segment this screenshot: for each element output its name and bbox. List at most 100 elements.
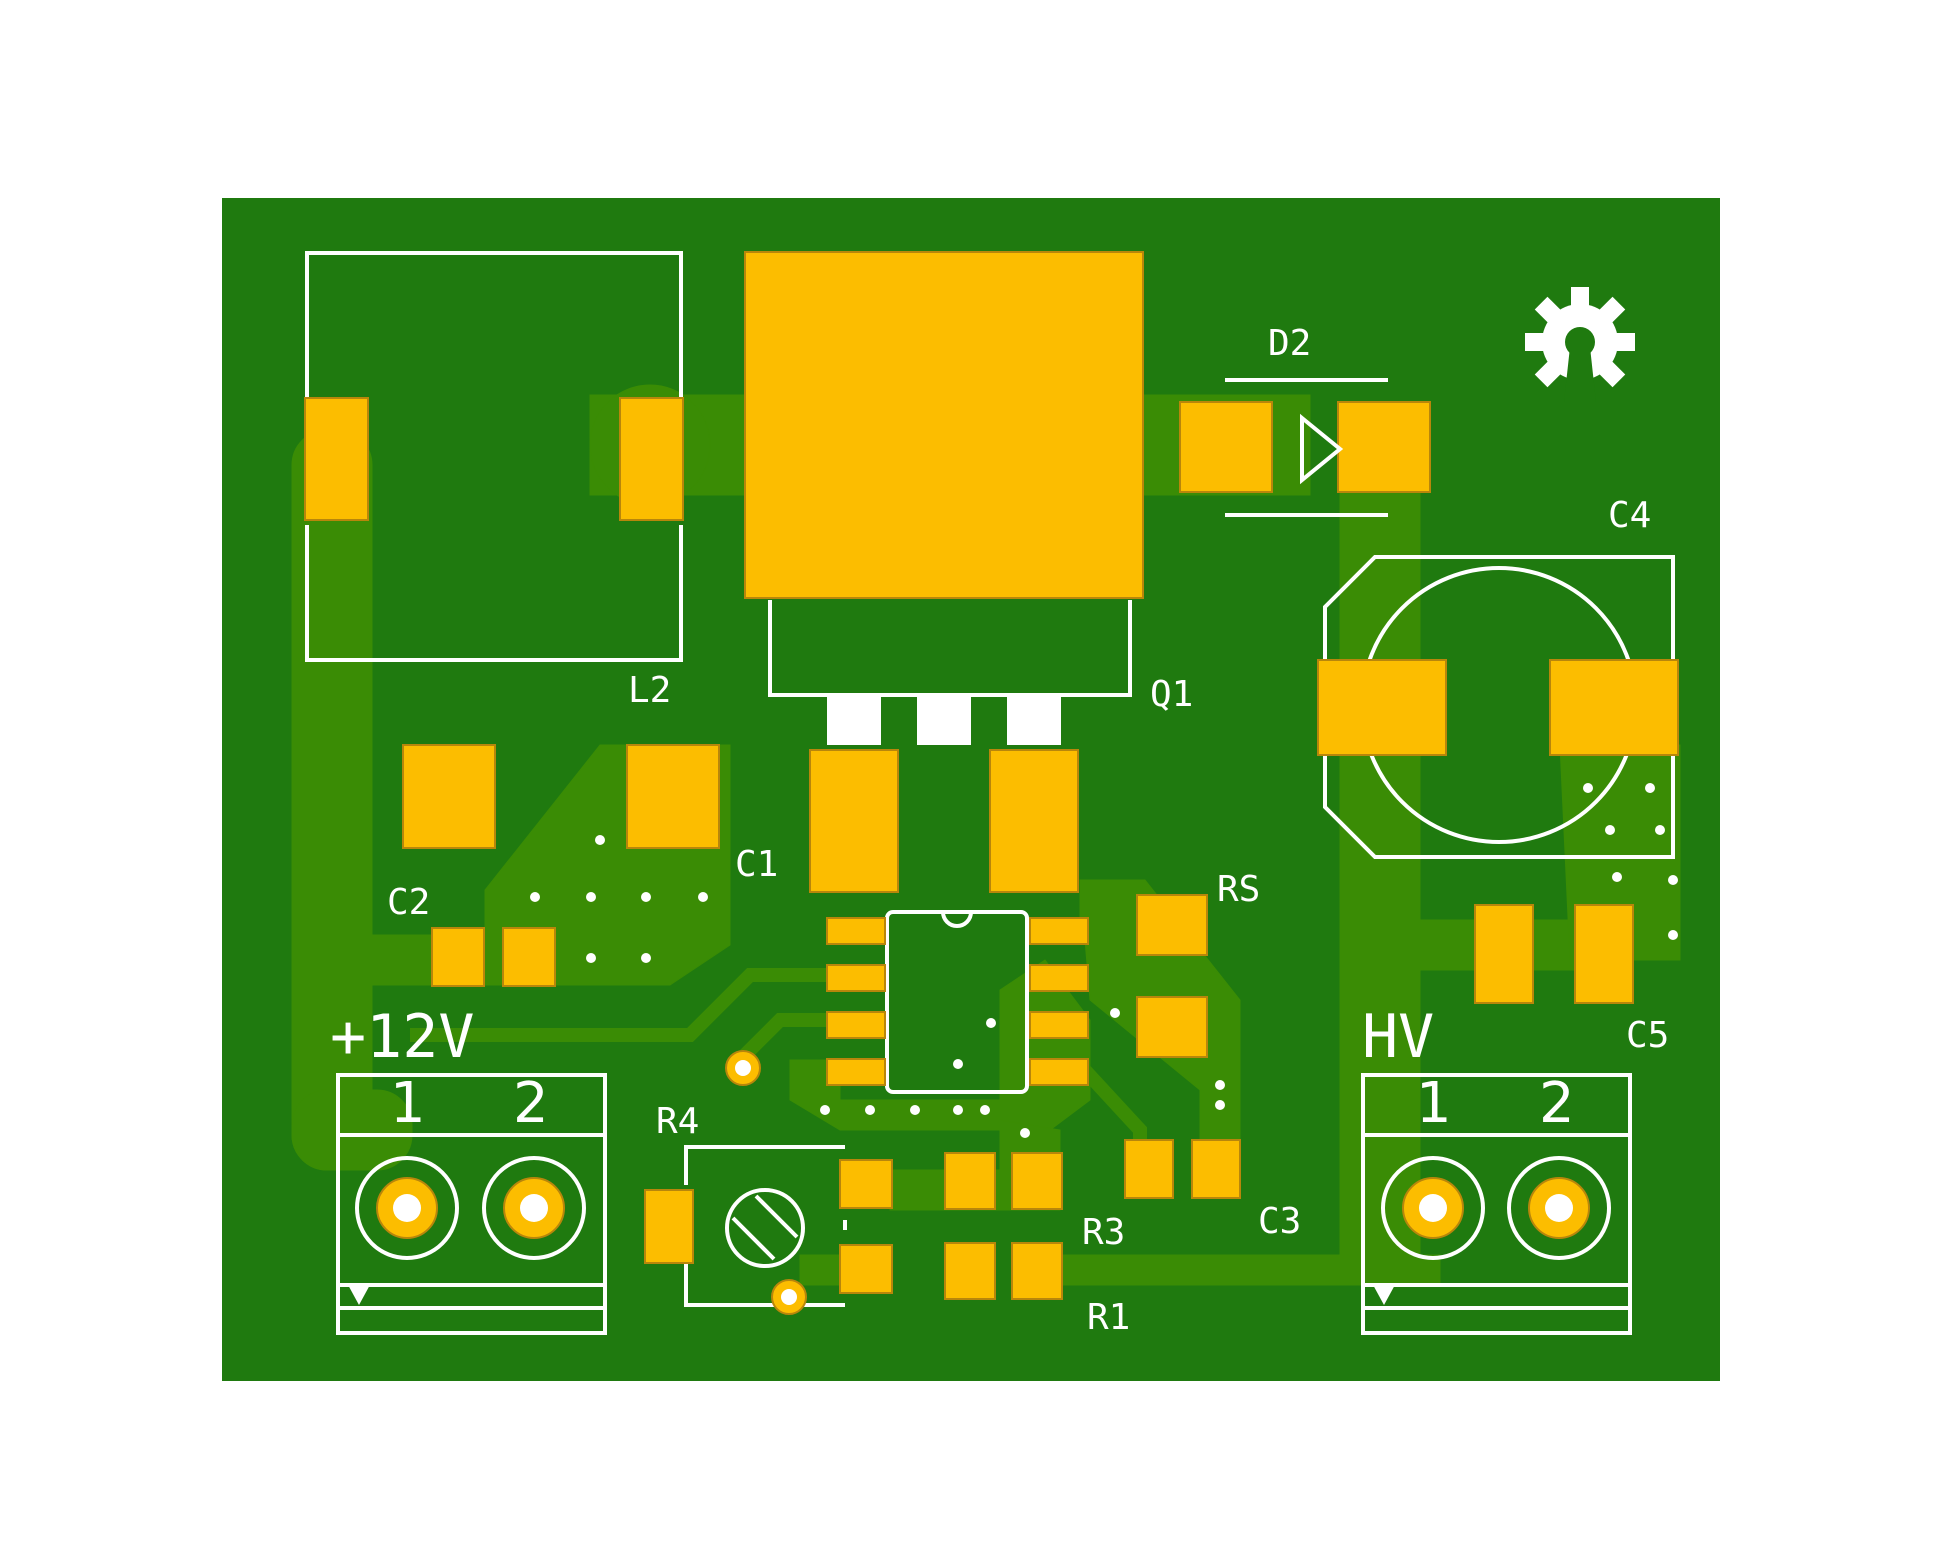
via-dot (1215, 1100, 1225, 1110)
j2-hole-1 (1419, 1194, 1447, 1222)
ic-pad-5 (1029, 1058, 1089, 1086)
c4-outline (1323, 555, 1675, 859)
j1-hole-2 (520, 1194, 548, 1222)
j1-pin1-label: 1 (390, 1071, 426, 1136)
ic-pad-7 (1029, 964, 1089, 992)
l2-pad-1 (304, 397, 369, 521)
ic-pad-8 (1029, 917, 1089, 945)
via-dot (1668, 875, 1678, 885)
pin1-triangle-icon (347, 1283, 371, 1305)
ic-notch (941, 911, 973, 928)
c4-pad-2 (1549, 659, 1679, 756)
label-q1: Q1 (1150, 674, 1193, 715)
ic-pad-1 (826, 917, 886, 945)
rs-pad-2 (1136, 996, 1208, 1058)
pin1-triangle-icon (1372, 1283, 1396, 1305)
via-dot (1605, 825, 1615, 835)
rs-pad-1 (1136, 894, 1208, 956)
via-dot (641, 892, 651, 902)
j1-hole-1 (393, 1194, 421, 1222)
j2-ring-2 (1507, 1156, 1611, 1260)
j2-outline (1361, 1073, 1632, 1335)
diode-symbol-icon (1300, 413, 1344, 485)
right-copper-trace (1339, 419, 1421, 1261)
r1-pad-2 (1011, 1242, 1063, 1300)
silkscreen-layer (305, 251, 1675, 1335)
label-c3: C3 (1258, 1201, 1301, 1242)
c1-pad-1 (402, 744, 496, 849)
r3-pad-1 (944, 1152, 996, 1210)
j2-hole-2 (1545, 1194, 1573, 1222)
l2-outline-top (305, 251, 683, 398)
c5-pad-2 (1574, 904, 1634, 1004)
r4-pad-3 (839, 1244, 893, 1294)
via-dot (1655, 825, 1665, 835)
d2-pad-2 (1337, 401, 1431, 493)
via-dot (1645, 783, 1655, 793)
label-hv: HV (1362, 1002, 1434, 1072)
via-dot (641, 953, 651, 963)
via-dot (986, 1018, 996, 1028)
via-dot (1583, 783, 1593, 793)
c3-pad-1 (1124, 1139, 1174, 1199)
via-dot (586, 953, 596, 963)
q1-leads (827, 697, 1061, 745)
c4-pad-1 (1317, 659, 1447, 756)
q1-outline (768, 600, 1132, 697)
q1-tab-pad (744, 251, 1144, 599)
label-c2: C2 (387, 882, 430, 923)
d2-pad-1 (1179, 401, 1273, 493)
j1-outline (336, 1073, 607, 1335)
q1-lead-2 (917, 697, 971, 745)
pads-layer (304, 251, 1679, 1315)
via-dot (595, 835, 605, 845)
ic-outline (885, 910, 1029, 1094)
j1-pin2-label: 2 (513, 1071, 549, 1136)
open-hardware-gear-icon (1525, 287, 1635, 402)
j2-pin2-label: 2 (1539, 1071, 1575, 1136)
label-r1: R1 (1087, 1297, 1130, 1338)
j1-ring-2 (482, 1156, 586, 1260)
drill-holes (393, 1060, 1573, 1305)
c3-pad-2 (1191, 1139, 1241, 1199)
r1-pad-1 (944, 1242, 996, 1300)
via-dot (586, 892, 596, 902)
c2-pad-1 (431, 927, 485, 987)
via-dot (1612, 872, 1622, 882)
r3-pad-2 (1011, 1152, 1063, 1210)
ic-pad-4 (826, 1058, 886, 1086)
via-dot (1215, 1080, 1225, 1090)
ic-pad-3 (826, 1011, 886, 1039)
via-hole-r4 (781, 1289, 797, 1305)
via-dot (1110, 1008, 1120, 1018)
right-mid-trace (1339, 919, 1601, 971)
pot-trace (735, 1013, 830, 1065)
r4-outline-top (684, 1145, 845, 1185)
via-dot (530, 892, 540, 902)
j1-ring-1 (355, 1156, 459, 1260)
c5-pad-1 (1474, 904, 1534, 1004)
via-hole-left (735, 1060, 751, 1076)
q1-pad-source (989, 749, 1079, 893)
label-d2: D2 (1268, 323, 1311, 364)
l2-outline-bottom (305, 525, 683, 662)
q1-lead-1 (827, 697, 881, 745)
via-dot (698, 892, 708, 902)
via-dot (953, 1059, 963, 1069)
via-dot (820, 1105, 830, 1115)
ic-pad-6 (1029, 1011, 1089, 1039)
label-c4: C4 (1608, 495, 1651, 536)
ic-pad-2 (826, 964, 886, 992)
j2-ring-1 (1381, 1156, 1485, 1260)
trimmer-slot-icon (725, 1188, 805, 1268)
r1-hv-trace (1059, 1254, 1441, 1286)
c1-pad-2 (626, 744, 720, 849)
r4-pad-1 (644, 1189, 694, 1264)
c2-pad-2 (502, 927, 556, 987)
via-dot (1668, 930, 1678, 940)
via-dot (953, 1105, 963, 1115)
l2-pad-2 (619, 397, 684, 521)
label-c1: C1 (735, 844, 778, 885)
q1-lead-3 (1007, 697, 1061, 745)
